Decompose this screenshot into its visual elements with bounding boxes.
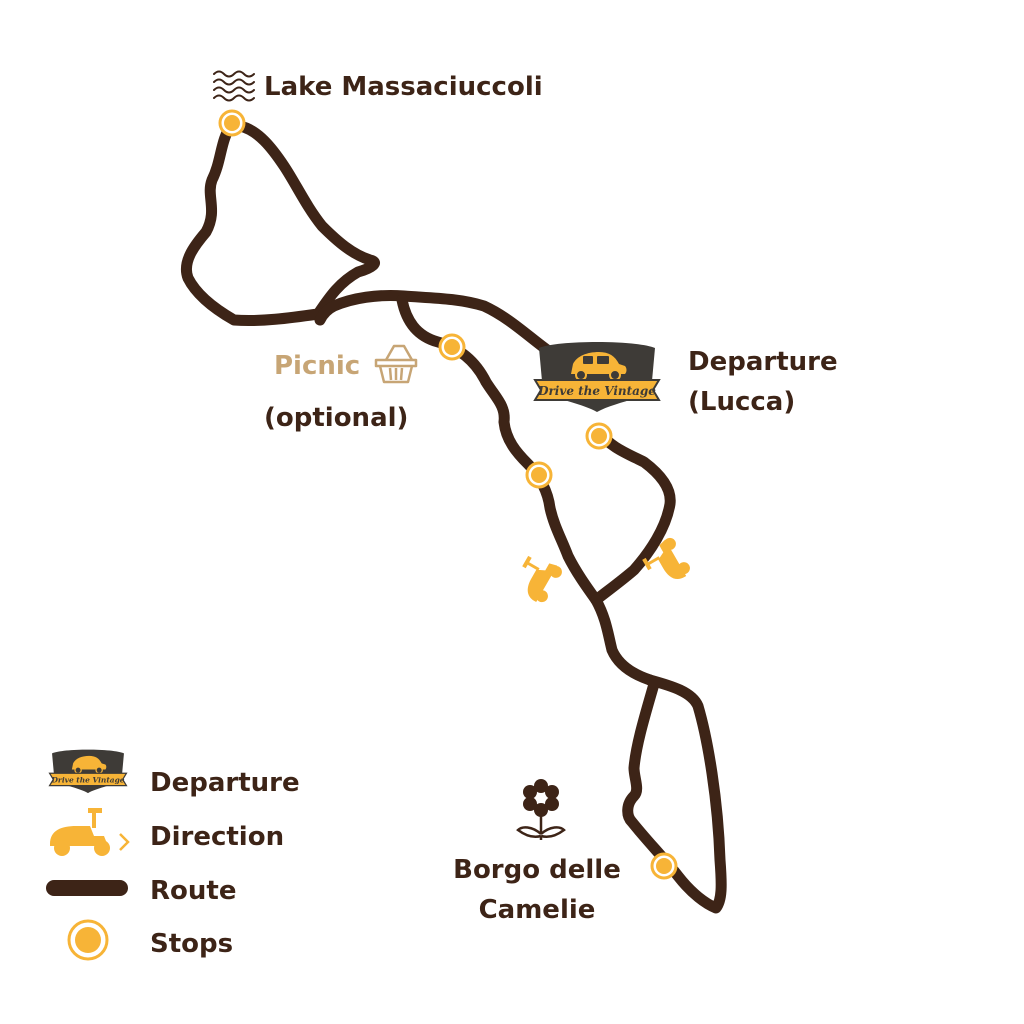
- departure-label-line1: Departure: [688, 347, 838, 377]
- lake-label: Lake Massaciuccoli: [264, 72, 543, 102]
- legend-badge-text: Drive the Vintage: [50, 776, 124, 785]
- route-south-loop: [622, 674, 727, 914]
- departure-badge-text: Drive the Vintage: [537, 384, 656, 398]
- legend-route-swatch: [46, 880, 128, 896]
- stop-lake[interactable]: [218, 109, 246, 137]
- departure-label-line2: (Lucca): [688, 387, 795, 417]
- direction-icon-east: [642, 537, 690, 580]
- stop-picnic[interactable]: [438, 333, 466, 361]
- waves-icon: [213, 70, 255, 102]
- legend-direction-icon: [50, 808, 130, 856]
- stop-borgo[interactable]: [650, 852, 678, 880]
- legend-stop-icon: [67, 919, 109, 961]
- basket-icon: [374, 344, 418, 384]
- route-link: [314, 290, 556, 358]
- borgo-label-line2: Camelie: [479, 895, 596, 925]
- legend: Drive the Vintage Departure Direction Ro…: [46, 749, 300, 961]
- stops: [218, 109, 678, 880]
- legend-departure-icon: Drive the Vintage: [48, 749, 128, 794]
- legend-direction-label: Direction: [150, 822, 284, 852]
- stop-departure[interactable]: [585, 422, 613, 450]
- borgo-label-line1: Borgo delle: [453, 855, 621, 885]
- legend-departure-label: Departure: [150, 768, 300, 798]
- route-south: [590, 594, 656, 686]
- route-lake-loop: [181, 118, 380, 327]
- route-east: [590, 426, 676, 606]
- flower-icon: [516, 779, 566, 840]
- departure-badge: Drive the Vintage: [533, 342, 661, 412]
- picnic-note-label: (optional): [264, 403, 408, 433]
- legend-route-label: Route: [150, 876, 236, 906]
- direction-icon-west: [522, 555, 562, 603]
- stop-midway[interactable]: [525, 461, 553, 489]
- vintage-car-icon: [571, 352, 627, 381]
- legend-stops-label: Stops: [150, 929, 233, 959]
- picnic-label: Picnic: [274, 351, 360, 381]
